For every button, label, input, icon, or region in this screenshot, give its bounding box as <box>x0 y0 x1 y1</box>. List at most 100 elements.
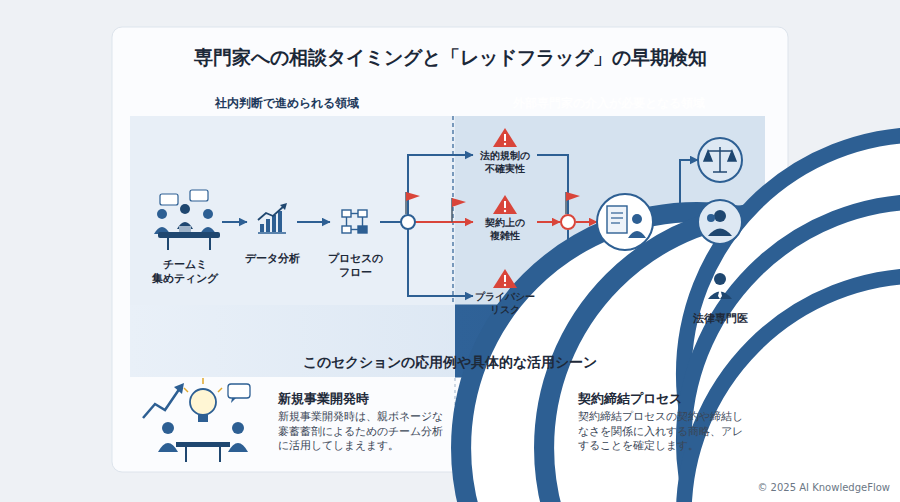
flow-connector <box>297 221 330 223</box>
zone-band: 社内判断で進められる領域 <box>130 90 455 116</box>
meeting-step: チームミ 集めティング <box>148 191 222 253</box>
node-text-holder: 外部専門家の介入が必要となる領域 <box>455 90 763 116</box>
team-meeting-icon-part <box>180 204 190 214</box>
node-label: データ分析 <box>232 252 312 266</box>
new-business-illustration-part <box>174 383 184 394</box>
flow-icon-part <box>342 210 351 217</box>
team-meeting-icon <box>154 190 220 250</box>
warning-icon-part <box>504 284 506 286</box>
warning-icon-part <box>504 210 506 212</box>
new-business-illustration <box>143 378 250 462</box>
scales-icon-part <box>719 147 721 172</box>
node-label: 外部専門家の介入が必要となる領域 <box>513 96 705 111</box>
team-meeting-icon-part <box>177 222 193 229</box>
scales-icon-part <box>728 151 736 161</box>
warning-icon-part <box>504 143 506 145</box>
team-meeting-icon-part <box>190 190 208 201</box>
node-label: プロセスの フロー <box>322 252 388 280</box>
expert-person-icon-part <box>714 210 726 222</box>
new-business-illustration-part <box>176 442 230 447</box>
new-business-illustration-part <box>218 388 222 392</box>
node-text-holder: 法的規制の 不確実性 <box>473 150 537 175</box>
chart-icon-part <box>280 203 287 210</box>
red-flag-part <box>406 192 420 201</box>
node-text-holder: プロセスの フロー <box>322 252 388 280</box>
process-circle: プロセスの フロー <box>330 197 380 247</box>
expert-circle <box>698 138 742 244</box>
node-label: プライバシー リスク <box>473 291 537 316</box>
red-flag-part <box>566 192 580 201</box>
consultation-icon-part <box>632 214 642 224</box>
flow-connector <box>380 155 473 222</box>
chart-icon-part <box>260 224 264 232</box>
new-business-illustration-part <box>184 388 188 392</box>
flow-icon-part <box>358 210 367 217</box>
red-flag-part <box>451 198 453 222</box>
flow-icon-part <box>351 213 358 214</box>
new-business-illustration-part <box>190 389 216 415</box>
node-text-holder: データ分析 <box>232 252 312 266</box>
consultation-icon-part <box>611 222 620 223</box>
new-business-illustration-part <box>228 384 250 398</box>
new-business-illustration-part <box>219 447 221 462</box>
node-text-holder: 契約上の 複雑性 <box>473 217 537 242</box>
chart-icon-part <box>258 206 284 220</box>
card-body: 新規事業開発時は、親ボネージな 褰蓄蓄剖によるためのチーム分析 に活用してしまえ… <box>278 409 448 453</box>
junction-dot-part <box>401 215 415 229</box>
card-heading: 契約締結プロセス <box>578 390 753 408</box>
junction-dot <box>401 215 575 229</box>
scales-icon-part <box>704 151 712 161</box>
chart-icon-part <box>266 219 270 232</box>
new-business-illustration-part <box>198 415 208 422</box>
expert-circle-part <box>698 138 742 182</box>
scales-icon-part <box>713 171 727 173</box>
node-label: 社内判断で進められる領域 <box>215 96 359 111</box>
new-business-illustration-part <box>202 378 204 384</box>
risk-circle-shape <box>684 276 900 502</box>
expert-person-icon-part <box>718 288 722 299</box>
merge-wires-part <box>537 155 568 214</box>
risk-circle: 法的規制の 不確実性 <box>473 123 537 187</box>
junction-dot-part <box>561 215 575 229</box>
new-business-illustration-part <box>162 422 174 434</box>
flow-icon-part <box>342 226 351 233</box>
merge-wires-part <box>576 221 597 223</box>
flow-icon-part <box>351 229 358 230</box>
internal-region <box>130 116 455 336</box>
new-business-illustration-part <box>232 422 244 434</box>
red-flag-part <box>405 192 407 214</box>
node-label: 契約上の 複雑性 <box>473 217 537 242</box>
node-label: チームミ 集めティング <box>150 258 220 286</box>
red-flag <box>406 192 580 222</box>
new-business-illustration-part <box>158 443 178 452</box>
boundary-line <box>452 116 453 338</box>
team-meeting-icon-part <box>160 194 178 205</box>
new-business-illustration-part <box>143 388 180 418</box>
consultation-icon-part <box>611 212 623 213</box>
flow-icon-part <box>362 217 363 226</box>
team-meeting-icon-part <box>209 238 211 250</box>
team-meeting-icon-part <box>167 238 169 250</box>
watermark: © 2025 AI KnowledgeFlow <box>690 481 890 495</box>
red-flag-part <box>565 192 567 214</box>
warning-icon <box>493 128 517 288</box>
node-label: 法的規制の 不確実性 <box>473 150 537 175</box>
risk-circle: 契約上の 複雑性 <box>473 190 537 254</box>
chart-icon-part <box>258 232 286 234</box>
expert-person-icon <box>707 210 732 299</box>
process-circle: データ分析 <box>247 197 297 247</box>
red-flag-part <box>452 198 466 207</box>
consultation-icon-part <box>607 206 627 233</box>
card-body: 契約締結プロセスの契約や締結し なさを関係に入れする商略、アレ することを確定し… <box>578 409 753 453</box>
consultation-icon-part <box>628 231 646 238</box>
node-text-holder: 社内判断で進められる領域 <box>130 90 443 116</box>
chart-icon-part <box>272 215 276 232</box>
expert-person-icon-part <box>714 273 726 285</box>
flow-icon-part <box>358 226 367 233</box>
team-meeting-icon-part <box>203 209 213 219</box>
expert-person-icon-part <box>708 229 732 237</box>
zone-band: 外部専門家の介入が必要となる領域 <box>455 90 775 116</box>
